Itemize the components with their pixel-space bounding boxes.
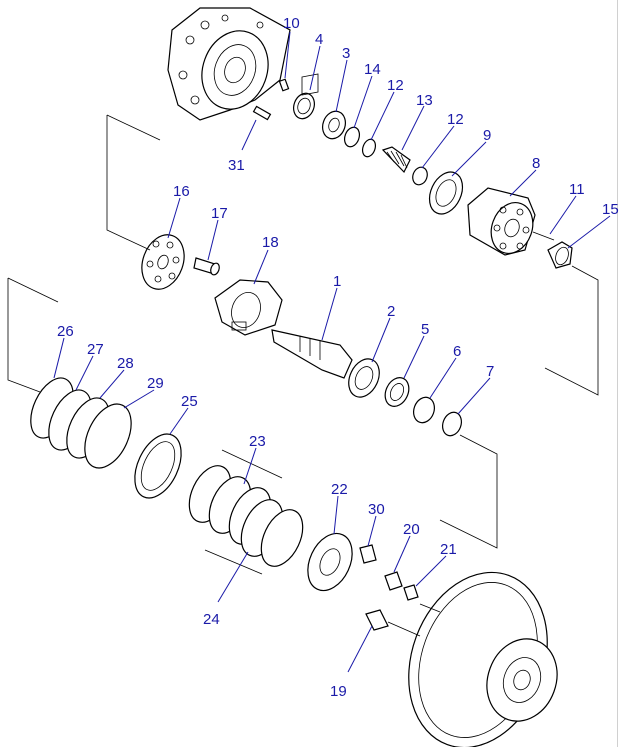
part-30-spring — [359, 544, 377, 564]
output-hub — [408, 571, 558, 747]
callout-29: 29 — [147, 375, 164, 392]
part-4-ring — [293, 73, 319, 120]
part-5-ring — [384, 377, 410, 407]
part-10-pin — [278, 78, 290, 92]
callout-26: 26 — [57, 323, 74, 340]
callout-11: 11 — [569, 181, 585, 198]
callout-27: 27 — [87, 341, 104, 358]
assembly-guide-lines — [7, 114, 599, 637]
part-19-fitting — [365, 609, 389, 631]
callout-23: 23 — [249, 433, 266, 450]
part-8-cylinder-block — [467, 187, 536, 256]
callout-28: 28 — [117, 355, 134, 372]
callout-30: 30 — [368, 501, 385, 518]
leader-lines — [53, 31, 611, 673]
part-21-spring — [403, 584, 419, 601]
part-17-pin — [193, 257, 220, 276]
callout-2: 2 — [387, 303, 395, 320]
callout-8: 8 — [532, 155, 540, 172]
part-2-bearing — [348, 358, 380, 398]
callout-12-lower: 12 — [447, 111, 464, 128]
part-29-ring — [84, 403, 132, 469]
part-22-plate — [307, 532, 353, 592]
callout-21: 21 — [440, 541, 457, 558]
callout-22: 22 — [331, 481, 348, 498]
callout-19: 19 — [330, 683, 347, 700]
callout-5: 5 — [421, 321, 429, 338]
callout-3: 3 — [342, 45, 350, 62]
callout-17: 17 — [211, 205, 228, 222]
callout-6: 6 — [453, 343, 461, 360]
part-3-bearing — [322, 110, 346, 140]
callout-4: 4 — [315, 31, 323, 48]
callout-16: 16 — [173, 183, 190, 200]
part-12-washer-lower — [412, 166, 428, 186]
callout-15: 15 — [602, 201, 619, 218]
part-1-shaft — [271, 329, 353, 379]
callout-24: 24 — [203, 611, 220, 628]
callout-25: 25 — [181, 393, 198, 410]
part-31-pin — [252, 105, 272, 121]
part-6-ring — [413, 396, 435, 424]
callout-1: 1 — [333, 273, 341, 290]
part-11-pin — [532, 231, 555, 241]
callout-18: 18 — [262, 234, 279, 251]
callout-13: 13 — [416, 92, 433, 109]
part-20-plug — [384, 571, 403, 591]
part-18-swash-plate — [214, 279, 283, 336]
part-12-washer-upper — [361, 138, 377, 158]
part-15-cap — [547, 241, 573, 269]
callout-7: 7 — [486, 363, 494, 380]
callout-9: 9 — [483, 127, 491, 144]
callout-31: 31 — [228, 157, 245, 174]
part-14-ring — [343, 126, 361, 148]
callout-10: 10 — [283, 15, 300, 32]
callout-12-upper: 12 — [387, 77, 404, 94]
callout-labels: 10 4 3 14 12 13 12 9 8 11 15 31 16 17 18… — [57, 15, 619, 700]
motor-housing — [167, 7, 291, 121]
part-24-discs — [240, 499, 304, 567]
part-16-valve-plate — [141, 234, 185, 290]
part-7-snap-ring — [441, 411, 463, 437]
part-25-brake-piston — [134, 433, 182, 499]
part-13-spring — [381, 146, 411, 174]
part-9-bearing — [428, 171, 464, 215]
callout-20: 20 — [403, 521, 420, 538]
frame-edge — [617, 0, 618, 747]
callout-14: 14 — [364, 61, 381, 78]
